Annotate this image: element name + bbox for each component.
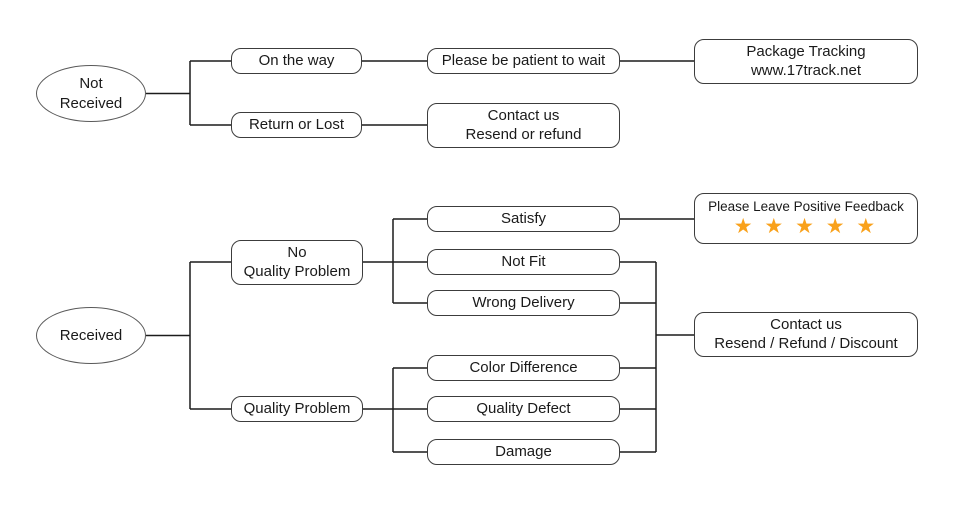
contact-resend-refund-line1: Contact us: [487, 106, 560, 124]
contact-discount-line2: Resend / Refund / Discount: [714, 334, 898, 352]
package-tracking-line2: www.17track.net: [750, 61, 862, 79]
not-fit-label: Not Fit: [501, 252, 546, 270]
contact-resend-refund-line2: Resend or refund: [465, 125, 582, 143]
color-difference-label: Color Difference: [469, 358, 578, 376]
node-package-tracking: Package Tracking www.17track.net: [694, 39, 918, 84]
node-not-received: Not Received: [36, 65, 146, 122]
satisfy-label: Satisfy: [500, 209, 546, 227]
be-patient-label: Please be patient to wait: [441, 51, 606, 69]
five-star-rating-icon: ★ ★ ★ ★ ★: [733, 214, 879, 238]
node-return-or-lost: Return or Lost: [231, 112, 362, 138]
contact-discount-line1: Contact us: [770, 315, 842, 333]
return-or-lost-label: Return or Lost: [248, 115, 345, 133]
node-quality-defect: Quality Defect: [427, 396, 620, 422]
on-the-way-label: On the way: [258, 51, 335, 69]
node-no-quality-problem: No Quality Problem: [231, 240, 363, 285]
no-quality-problem-line1: No: [287, 243, 307, 261]
package-tracking-line1: Package Tracking: [746, 42, 866, 60]
node-color-difference: Color Difference: [427, 355, 620, 381]
node-on-the-way: On the way: [231, 48, 362, 74]
node-quality-problem: Quality Problem: [231, 396, 363, 422]
node-positive-feedback: Please Leave Positive Feedback ★ ★ ★ ★ ★: [694, 193, 918, 244]
no-quality-problem-line2: Quality Problem: [243, 262, 351, 280]
node-received: Received: [36, 307, 146, 364]
node-damage: Damage: [427, 439, 620, 465]
damage-label: Damage: [495, 442, 552, 460]
connector-paths: [146, 60, 694, 453]
quality-defect-label: Quality Defect: [476, 399, 571, 417]
not-received-label-line2: Received: [59, 94, 123, 112]
wrong-delivery-label: Wrong Delivery: [472, 293, 575, 311]
not-received-label-line1: Not: [79, 75, 103, 92]
node-contact-resend-refund: Contact us Resend or refund: [427, 103, 620, 148]
node-not-fit: Not Fit: [427, 249, 620, 275]
received-label: Received: [59, 326, 123, 344]
node-satisfy: Satisfy: [427, 206, 620, 232]
node-wrong-delivery: Wrong Delivery: [427, 290, 620, 316]
node-contact-discount: Contact us Resend / Refund / Discount: [694, 312, 918, 357]
quality-problem-label: Quality Problem: [243, 399, 351, 417]
positive-feedback-label: Please Leave Positive Feedback: [708, 199, 904, 215]
node-be-patient: Please be patient to wait: [427, 48, 620, 74]
